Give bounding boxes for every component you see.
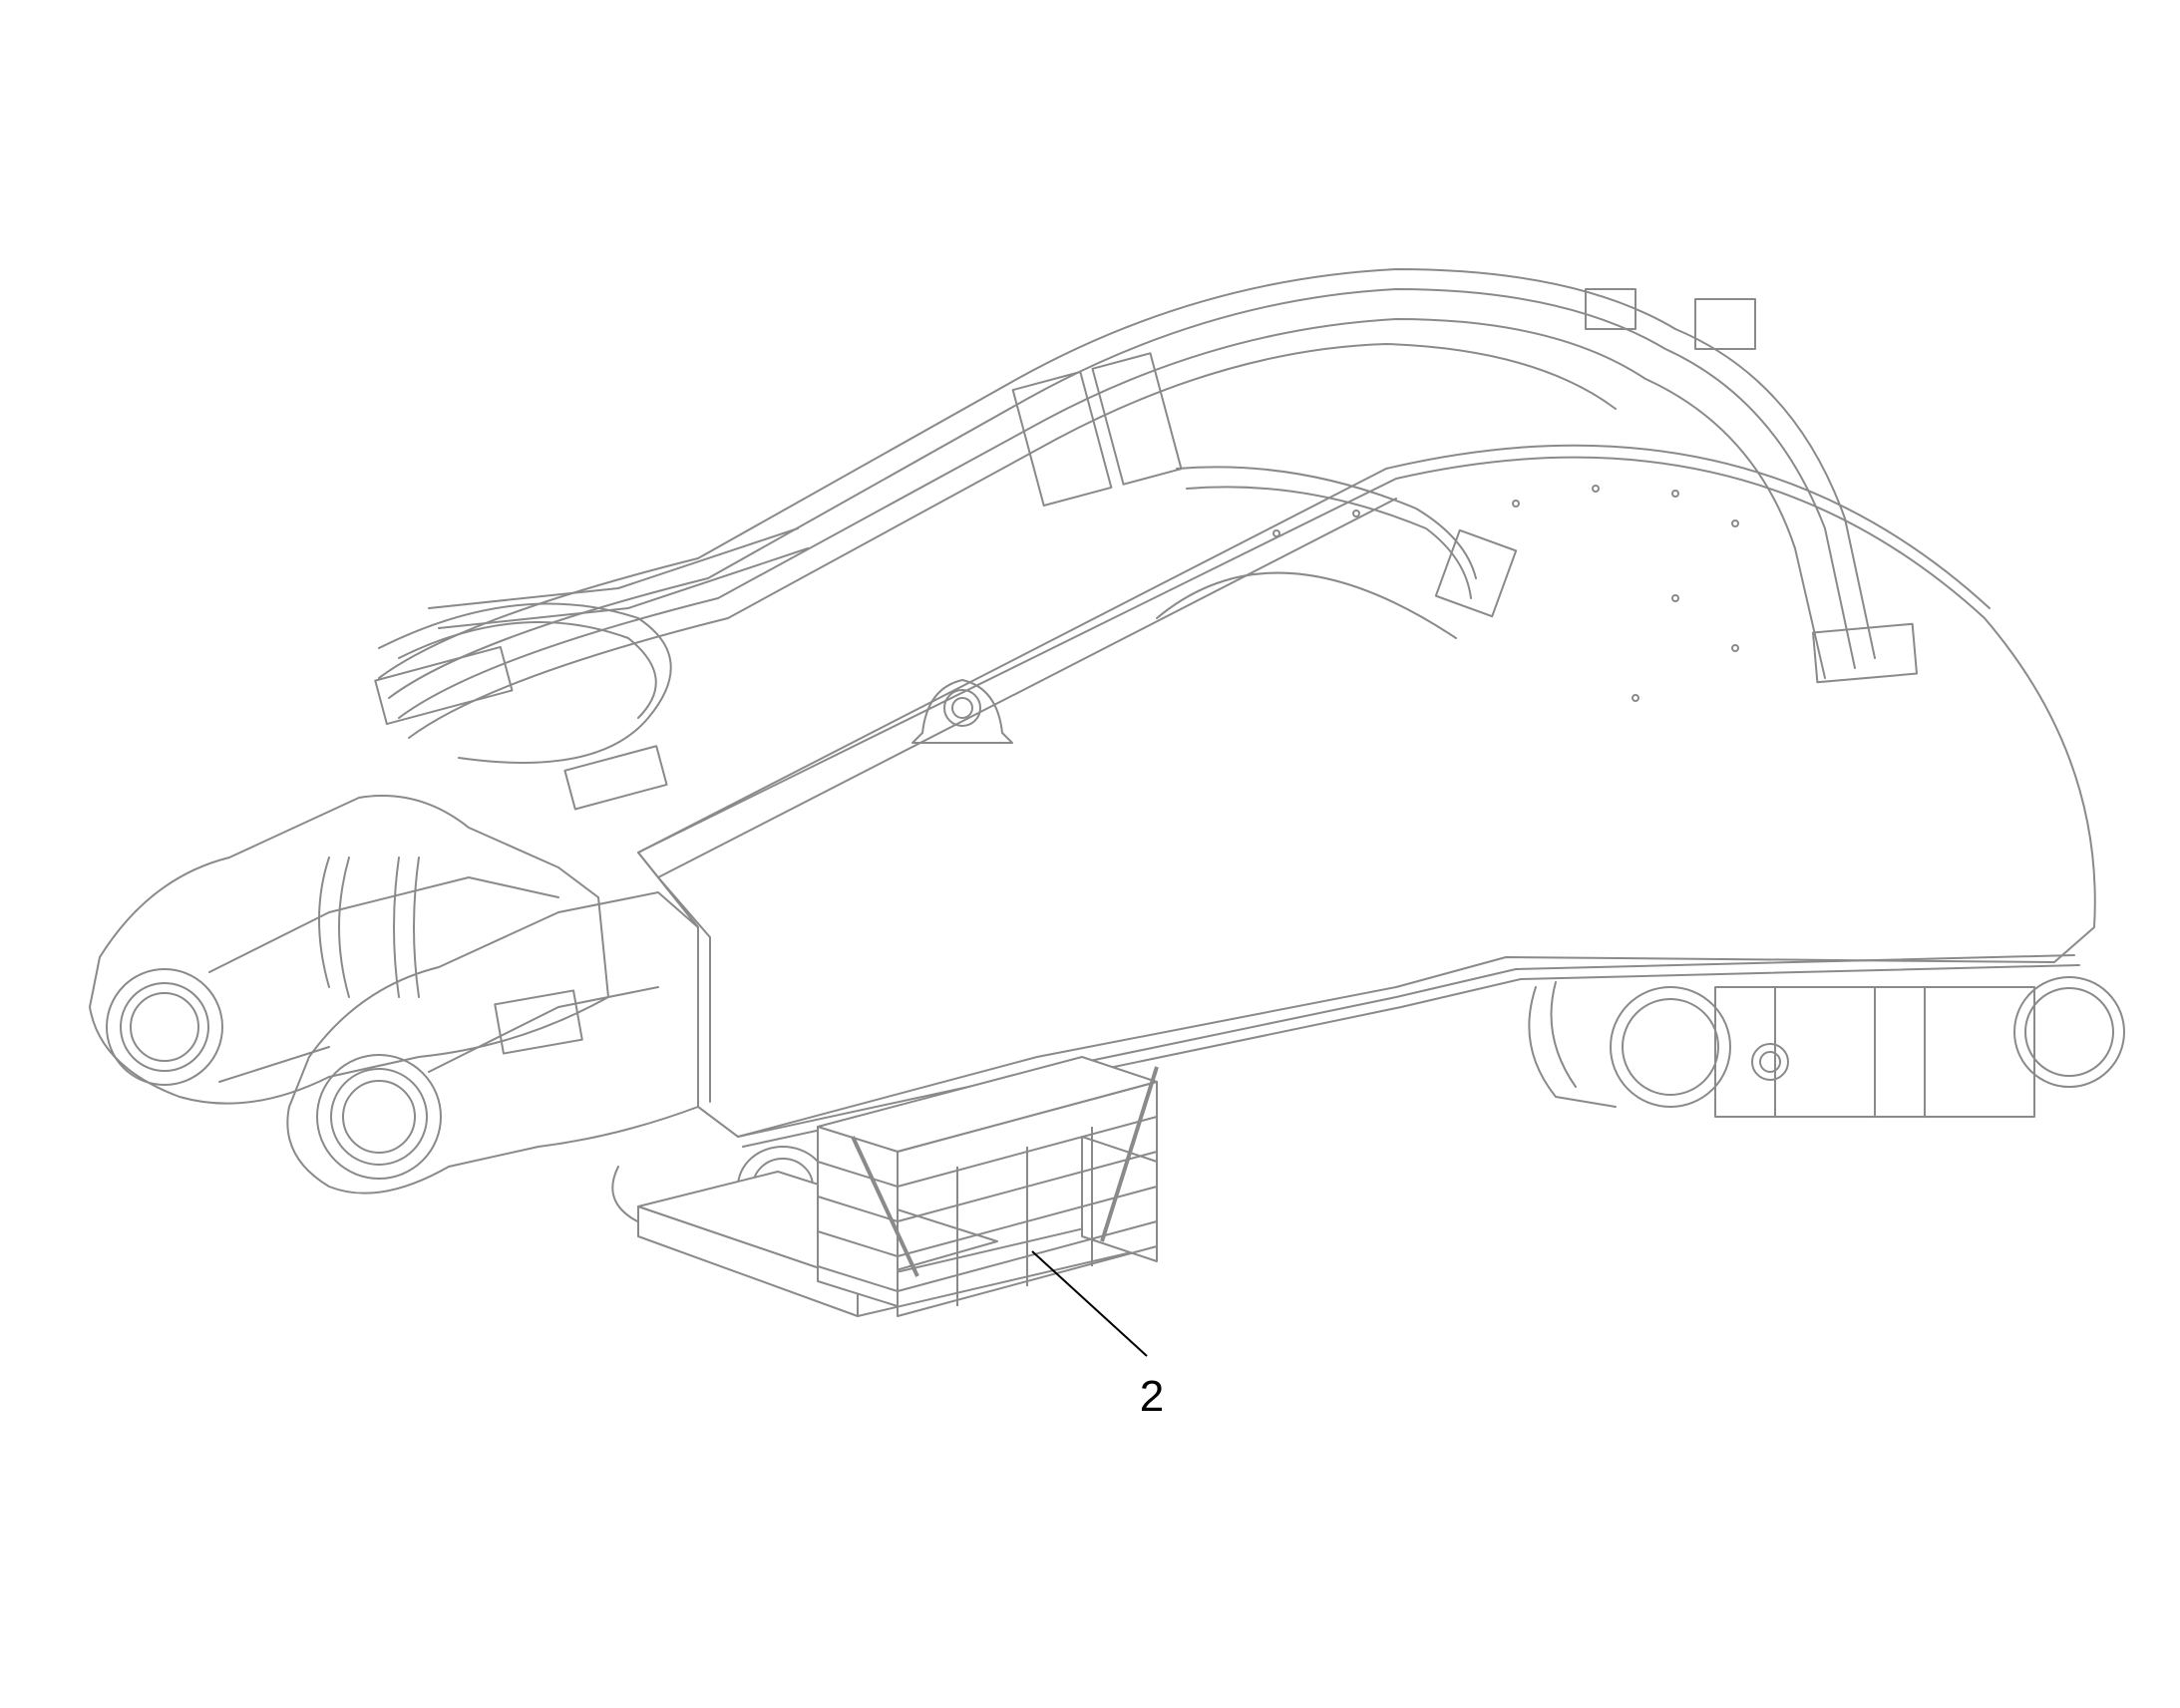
tip-housing-2: [2013, 976, 2125, 1088]
foot-pin-bore-left: [106, 968, 223, 1086]
boom-foot-lug-left: [89, 795, 609, 1105]
callout-label: 2: [1140, 1372, 1164, 1421]
foot-pin-bore-right: [316, 1054, 442, 1180]
tip-housing-1: [1610, 986, 1731, 1108]
support-cribbing: [637, 1056, 1159, 1317]
boom-foot-lug-right: [286, 891, 699, 1195]
callout-leader-line: [1031, 1250, 1148, 1357]
hose-clamps: [374, 288, 1918, 1055]
callout-2: 2: [1031, 1250, 1164, 1421]
hydraulic-hoses: [318, 268, 1876, 998]
bolt-holes: [1272, 485, 1739, 702]
boom-assembly: [89, 268, 2125, 1247]
top-pivot-boss: [911, 679, 1013, 744]
boom-side-plate: [637, 456, 2096, 1138]
